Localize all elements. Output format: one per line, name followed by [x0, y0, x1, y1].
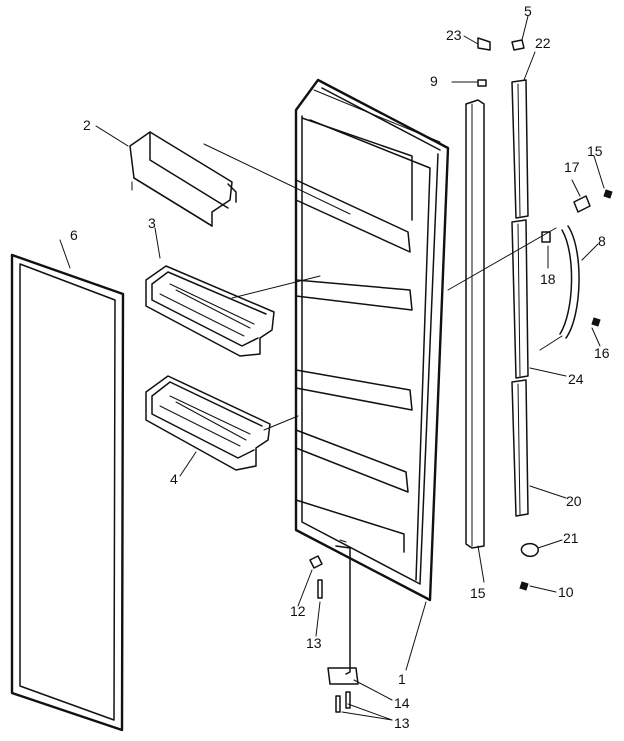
label-part-21: 21: [563, 530, 579, 546]
dairy-compartment-door: [129, 131, 237, 227]
label-part-5: 5: [524, 3, 532, 19]
middle-trim: [511, 219, 529, 379]
label-part-6: 6: [70, 227, 78, 243]
leader-lines: [59, 15, 605, 721]
upper-trim: [511, 79, 529, 219]
label-part-15-lower: 16: [594, 345, 610, 361]
label-part-20: 23: [446, 27, 462, 43]
label-part-13-lower: 13: [394, 715, 410, 731]
label-part-3: 3: [148, 215, 156, 231]
label-part-18: 18: [540, 271, 556, 287]
label-part-15-upper: 15: [587, 143, 603, 159]
label-part-17: 17: [564, 159, 580, 175]
door-bin-lower: [145, 375, 271, 471]
label-part-8: 8: [598, 233, 606, 249]
label-part-22: 22: [535, 35, 551, 51]
door-gasket: [10, 253, 125, 732]
hardware: [309, 37, 613, 713]
label-part-24: 20: [566, 493, 582, 509]
label-part-23: 24: [568, 371, 584, 387]
label-part-14: 14: [394, 695, 410, 711]
label-part-1: 1: [398, 671, 406, 687]
label-part-2: 2: [83, 117, 91, 133]
trim-strip: [465, 99, 485, 549]
label-part-12: 12: [290, 603, 306, 619]
label-part-13-upper: 13: [306, 635, 322, 651]
part-labels: 2 3 6 4 5 23 22 9 15 17 8 18 16 24 20 21…: [70, 3, 610, 731]
label-part-9: 10: [558, 584, 574, 600]
label-part-16: 15: [470, 585, 486, 601]
lower-trim: [511, 379, 529, 517]
label-part-10: 9: [430, 73, 438, 89]
refrigerator-door: [294, 78, 450, 675]
door-handle: [559, 225, 580, 339]
label-part-4: 4: [170, 471, 178, 487]
door-bin-upper: [145, 265, 275, 357]
